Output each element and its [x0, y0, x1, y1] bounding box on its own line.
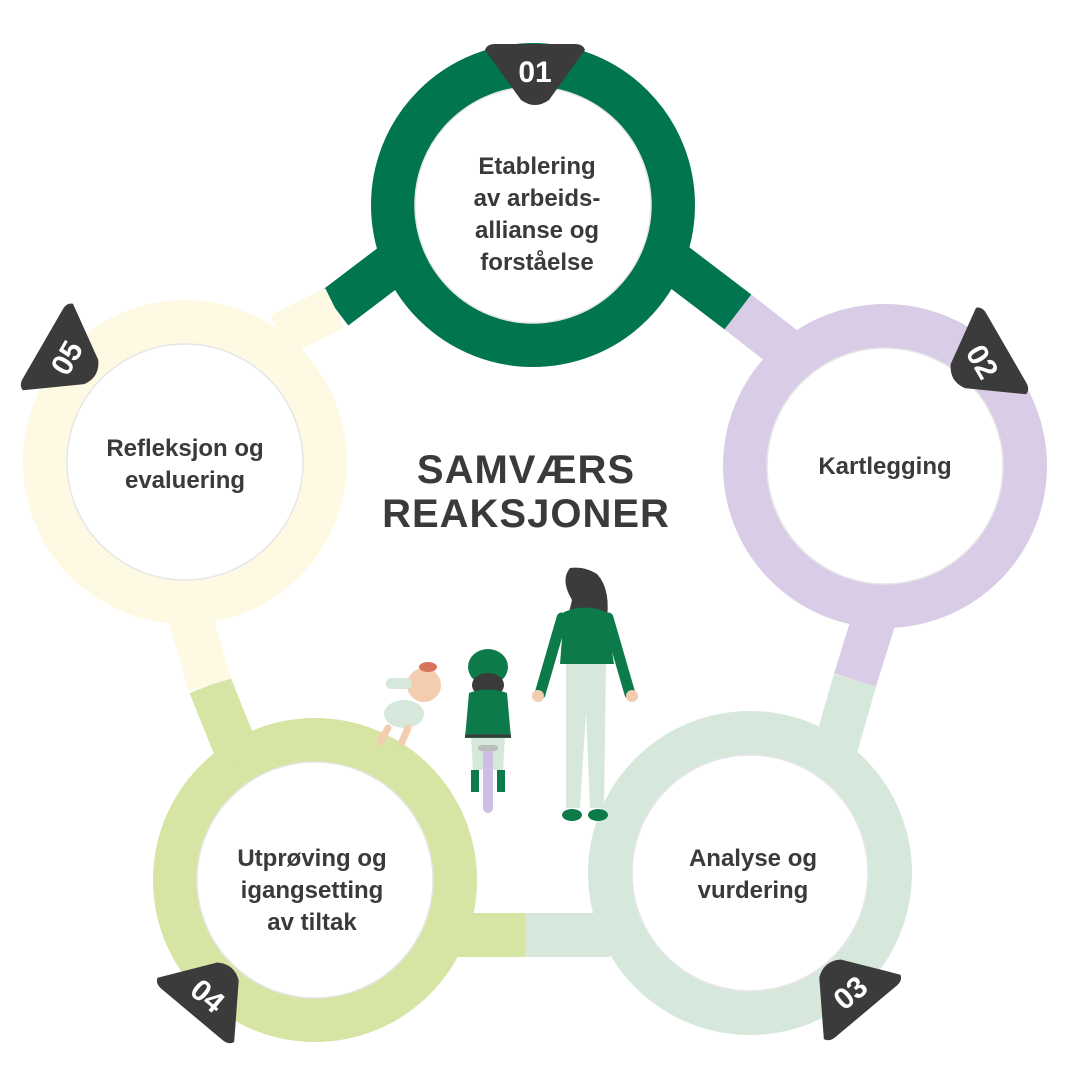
step-03-line-2: vurdering	[698, 877, 809, 904]
step-04-line-1: Utprøving og	[237, 845, 386, 872]
badge-02: 02	[950, 307, 1029, 395]
ring-step-02	[723, 294, 1047, 687]
child-on-bike-figure	[465, 649, 511, 813]
family-illustration	[376, 567, 638, 821]
step-04-line-3: av tiltak	[267, 909, 357, 936]
badge-01-number: 01	[518, 56, 551, 89]
step-01-line-1: Etablering	[478, 153, 595, 180]
badge-05: 05	[20, 303, 99, 391]
step-01-line-3: allianse og	[475, 217, 599, 244]
ring-step-03	[525, 673, 912, 1035]
ring-step-04	[153, 676, 525, 1042]
badge-03: 03	[819, 959, 902, 1041]
title-line-2: REAKSJONER	[382, 492, 670, 536]
step-04-line-2: igangsetting	[241, 877, 384, 904]
baby-figure	[376, 662, 441, 746]
step-05-line-1: Refleksjon og	[106, 435, 263, 462]
badge-04: 04	[156, 962, 239, 1044]
step-label-04: Utprøving og igangsetting av tiltak	[237, 845, 386, 936]
step-circle-04	[196, 761, 434, 999]
woman-figure	[532, 567, 638, 821]
center-title: SAMVÆRS REAKSJONER	[382, 448, 670, 536]
step-circle-05	[66, 343, 304, 581]
step-circles	[66, 86, 1004, 999]
step-label-05: Refleksjon og evaluering	[106, 435, 263, 494]
ring-step-05	[23, 288, 347, 692]
cycle-rings	[23, 43, 1047, 1042]
step-03-line-1: Analyse og	[689, 845, 817, 872]
step-05-line-2: evaluering	[125, 467, 245, 494]
step-circle-03	[631, 754, 869, 992]
step-label-01: Etablering av arbeids- allianse og forst…	[474, 153, 601, 276]
step-label-02: Kartlegging	[818, 453, 951, 480]
step-02-line-1: Kartlegging	[818, 453, 951, 480]
badge-01: 01	[485, 44, 585, 105]
step-01-line-2: av arbeids-	[474, 185, 601, 212]
step-01-line-4: forståelse	[480, 249, 593, 276]
step-label-03: Analyse og vurdering	[689, 845, 817, 904]
title-line-1: SAMVÆRS	[417, 448, 635, 492]
step-circle-02	[766, 347, 1004, 585]
